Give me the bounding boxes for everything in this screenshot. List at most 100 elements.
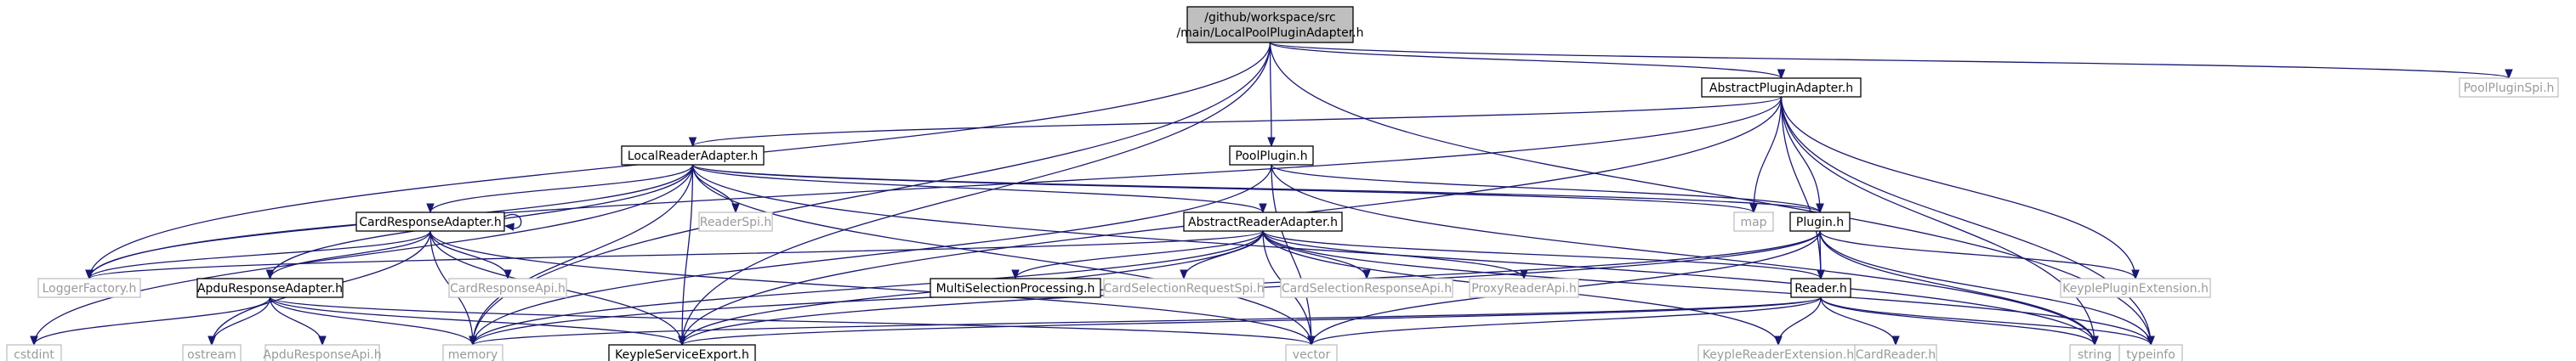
edge-arrowhead <box>1777 69 1786 80</box>
edge-apduResponseAdapter-to-apduResponseApi <box>269 296 327 347</box>
edge-cardResponseAdapter-to-cardResponseApi <box>429 230 512 280</box>
node-proxyReaderApi: ProxyReaderApi.h <box>1469 278 1579 298</box>
edge-apduResponseAdapter-to-ostream <box>208 296 271 347</box>
edge-plugin-to-keyplePluginExtension <box>1819 230 2140 280</box>
edge-arrowhead <box>265 269 275 280</box>
node-poolPluginSpi: PoolPluginSpi.h <box>2459 77 2559 98</box>
edge-abstractReaderAdapter-to-loggerFactory <box>85 230 1264 280</box>
edge-root-to-abstractPluginAdapter <box>1269 42 1786 80</box>
edge-line <box>88 230 431 279</box>
edge-abstractPluginAdapter-to-map <box>1749 96 1783 214</box>
node-box <box>1183 212 1343 232</box>
node-box <box>2118 344 2183 361</box>
node-abstractPluginAdapter[interactable]: AbstractPluginAdapter.h <box>1701 77 1862 98</box>
edge-line <box>1780 96 1821 213</box>
node-box <box>930 278 1101 298</box>
node-apduResponseAdapter[interactable]: ApduResponseAdapter.h <box>196 278 344 298</box>
edge-arrowhead <box>1816 203 1824 214</box>
node-label: typeinfo <box>2126 348 2175 361</box>
node-multiSelectionProcessing[interactable]: MultiSelectionProcessing.h <box>930 278 1101 298</box>
edge-line <box>472 42 1271 346</box>
edge-line <box>1015 230 1264 279</box>
edge-arrowhead <box>688 137 697 148</box>
edge-arrowhead <box>1362 269 1371 280</box>
edge-reader-to-typeinfo <box>1820 296 2155 347</box>
edge-line <box>1820 296 2152 346</box>
edge-localReaderAdapter-to-abstractReaderAdapter <box>691 164 1267 214</box>
node-keypleServiceExport[interactable]: KeypleServiceExport.h <box>608 344 756 361</box>
node-box <box>1103 278 1265 298</box>
node-localReaderAdapter[interactable]: LocalReaderAdapter.h <box>621 145 765 166</box>
edge-cardResponseAdapter-to-cardResponseAdapter <box>503 214 522 231</box>
edge-arrowhead <box>469 336 477 347</box>
node-ostream: ostream <box>182 344 242 361</box>
node-box <box>1469 278 1579 298</box>
edge-line <box>429 164 694 213</box>
node-label: string <box>2078 348 2112 361</box>
node-box <box>448 278 567 298</box>
node-label: CardSelectionRequestSpi.h <box>1103 282 1264 296</box>
node-label: LocalReaderAdapter.h <box>628 149 758 163</box>
node-cstdint: cstdint <box>6 344 62 361</box>
node-vector: vector <box>1285 344 1338 361</box>
edge-line <box>1780 96 2095 346</box>
edge-arrowhead <box>30 336 38 347</box>
edge-reader-to-keypleReaderExtension <box>1774 296 1822 347</box>
node-label: memory <box>448 348 498 361</box>
node-box <box>2060 278 2211 298</box>
node-label: MultiSelectionProcessing.h <box>936 282 1095 296</box>
node-box <box>442 344 503 361</box>
edge-line <box>1753 96 1783 213</box>
edge-line <box>269 296 1312 346</box>
edge-line <box>269 296 474 346</box>
edge-localReaderAdapter-to-cardResponseAdapter <box>426 164 694 214</box>
node-cardResponseAdapter[interactable]: CardResponseAdapter.h <box>355 212 505 232</box>
edge-line <box>33 164 694 346</box>
node-box <box>1285 344 1338 361</box>
node-poolPlugin[interactable]: PoolPlugin.h <box>1229 145 1314 166</box>
edge-arrowhead <box>85 269 94 280</box>
node-label: map <box>1740 216 1766 229</box>
node-cardReader: CardReader.h <box>1854 344 1937 361</box>
edge-line <box>681 42 1271 346</box>
edge-localReaderAdapter-to-plugin <box>691 164 1824 214</box>
node-label: ProxyReaderApi.h <box>1471 282 1577 296</box>
edge-line <box>691 164 1312 346</box>
edge-arrowhead <box>1011 269 1020 280</box>
edge-line <box>1269 42 1783 79</box>
edge-localReaderAdapter-to-cstdint <box>30 164 694 347</box>
edge-root-to-poolPluginSpi <box>1269 42 2513 80</box>
edge-abstractPluginAdapter-to-localReaderAdapter <box>688 96 1783 148</box>
node-label: CardResponseApi.h <box>450 282 566 296</box>
edge-line <box>1819 230 2152 346</box>
node-abstractReaderAdapter[interactable]: AbstractReaderAdapter.h <box>1183 212 1343 232</box>
node-box <box>608 344 756 361</box>
edge-line <box>472 296 1822 346</box>
edge-abstractPluginAdapter-to-plugin <box>1780 96 1824 214</box>
edge-arrowhead <box>1180 269 1188 280</box>
edge-line <box>1780 96 2152 346</box>
edge-arrowhead <box>2147 336 2155 347</box>
node-reader[interactable]: Reader.h <box>1790 278 1851 298</box>
node-label: ApduResponseAdapter.h <box>197 282 343 296</box>
node-label: PoolPluginSpi.h <box>2464 82 2555 95</box>
node-box <box>1229 145 1314 166</box>
node-box <box>6 344 62 361</box>
edge-abstractReaderAdapter-to-proxyReaderApi <box>1262 230 1528 280</box>
node-root[interactable]: /github/workspace/src/main/LocalPoolPlug… <box>1176 6 1364 43</box>
edge-line <box>691 96 1783 147</box>
node-box <box>1280 278 1453 298</box>
node-loggerFactory: LoggerFactory.h <box>37 278 141 298</box>
edge-reader-to-vector <box>1307 296 1822 347</box>
edge-reader-to-keypleServiceExport <box>678 296 1822 347</box>
node-label: ReaderSpi.h <box>700 216 772 229</box>
edge-abstractReaderAdapter-to-cardSelectionResponseApi <box>1262 230 1371 280</box>
node-box <box>1789 212 1851 232</box>
edge-line <box>33 296 271 346</box>
node-plugin[interactable]: Plugin.h <box>1789 212 1851 232</box>
edge-line <box>269 296 683 346</box>
edge-arrowhead <box>426 203 435 214</box>
edge-line <box>1819 230 2095 346</box>
edge-plugin-to-string <box>1819 230 2099 347</box>
edge-line <box>1262 230 2152 346</box>
